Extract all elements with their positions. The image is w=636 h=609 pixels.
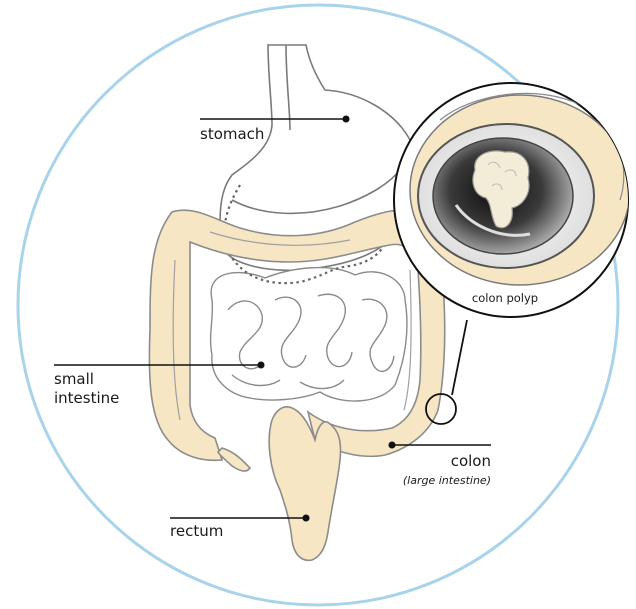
label-small-intestine-line2: intestine (54, 389, 119, 407)
label-rectum: rectum (170, 522, 223, 540)
label-colon: colon (451, 452, 491, 470)
colon-polyp-inset: colon polyp (394, 83, 630, 317)
inset-connector (452, 320, 467, 395)
label-small-intestine-line1: small (54, 370, 94, 388)
inset-label: colon polyp (472, 291, 538, 305)
small-intestine (211, 268, 407, 401)
label-colon-note: (large intestine) (403, 474, 491, 487)
label-stomach: stomach (200, 125, 264, 143)
